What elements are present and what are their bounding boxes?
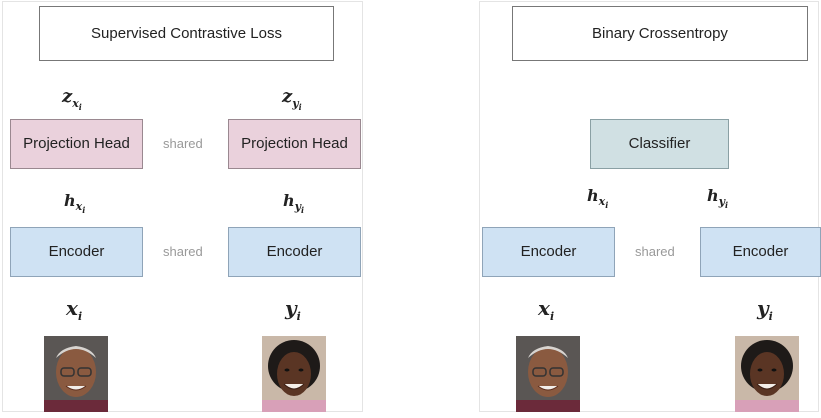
supervised-contrastive-loss-box: Supervised Contrastive Loss	[39, 6, 334, 61]
encoder-right-right-panel: Encoder	[700, 227, 821, 277]
z-y-label: zyi	[282, 86, 302, 112]
face-image-elderly-man-right-panel	[516, 336, 580, 412]
classifier-box: Classifier	[590, 119, 729, 169]
x-input-label: xi	[66, 296, 83, 323]
projection-head-left: Projection Head	[10, 119, 143, 169]
face-image-elderly-man	[44, 336, 108, 412]
encoder-right: Encoder	[228, 227, 361, 277]
h-x-label-right-panel: hxi	[587, 186, 609, 211]
h-y-label-right-panel: hyi	[707, 186, 729, 211]
z-x-label: zxi	[62, 86, 82, 112]
x-input-label-right-panel: xi	[538, 296, 555, 323]
shared-label-right-panel: shared	[635, 244, 675, 259]
y-input-label-right-panel: yi	[757, 296, 773, 323]
projection-head-right: Projection Head	[228, 119, 361, 169]
shared-label-projection: shared	[163, 136, 203, 151]
binary-crossentropy-box: Binary Crossentropy	[512, 6, 808, 61]
encoder-left: Encoder	[10, 227, 143, 277]
face-image-woman	[262, 336, 326, 412]
y-input-label: yi	[285, 296, 301, 323]
encoder-left-right-panel: Encoder	[482, 227, 615, 277]
h-y-label: hyi	[283, 191, 305, 216]
face-image-woman-right-panel	[735, 336, 799, 412]
h-x-label: hxi	[64, 191, 86, 216]
shared-label-encoder: shared	[163, 244, 203, 259]
